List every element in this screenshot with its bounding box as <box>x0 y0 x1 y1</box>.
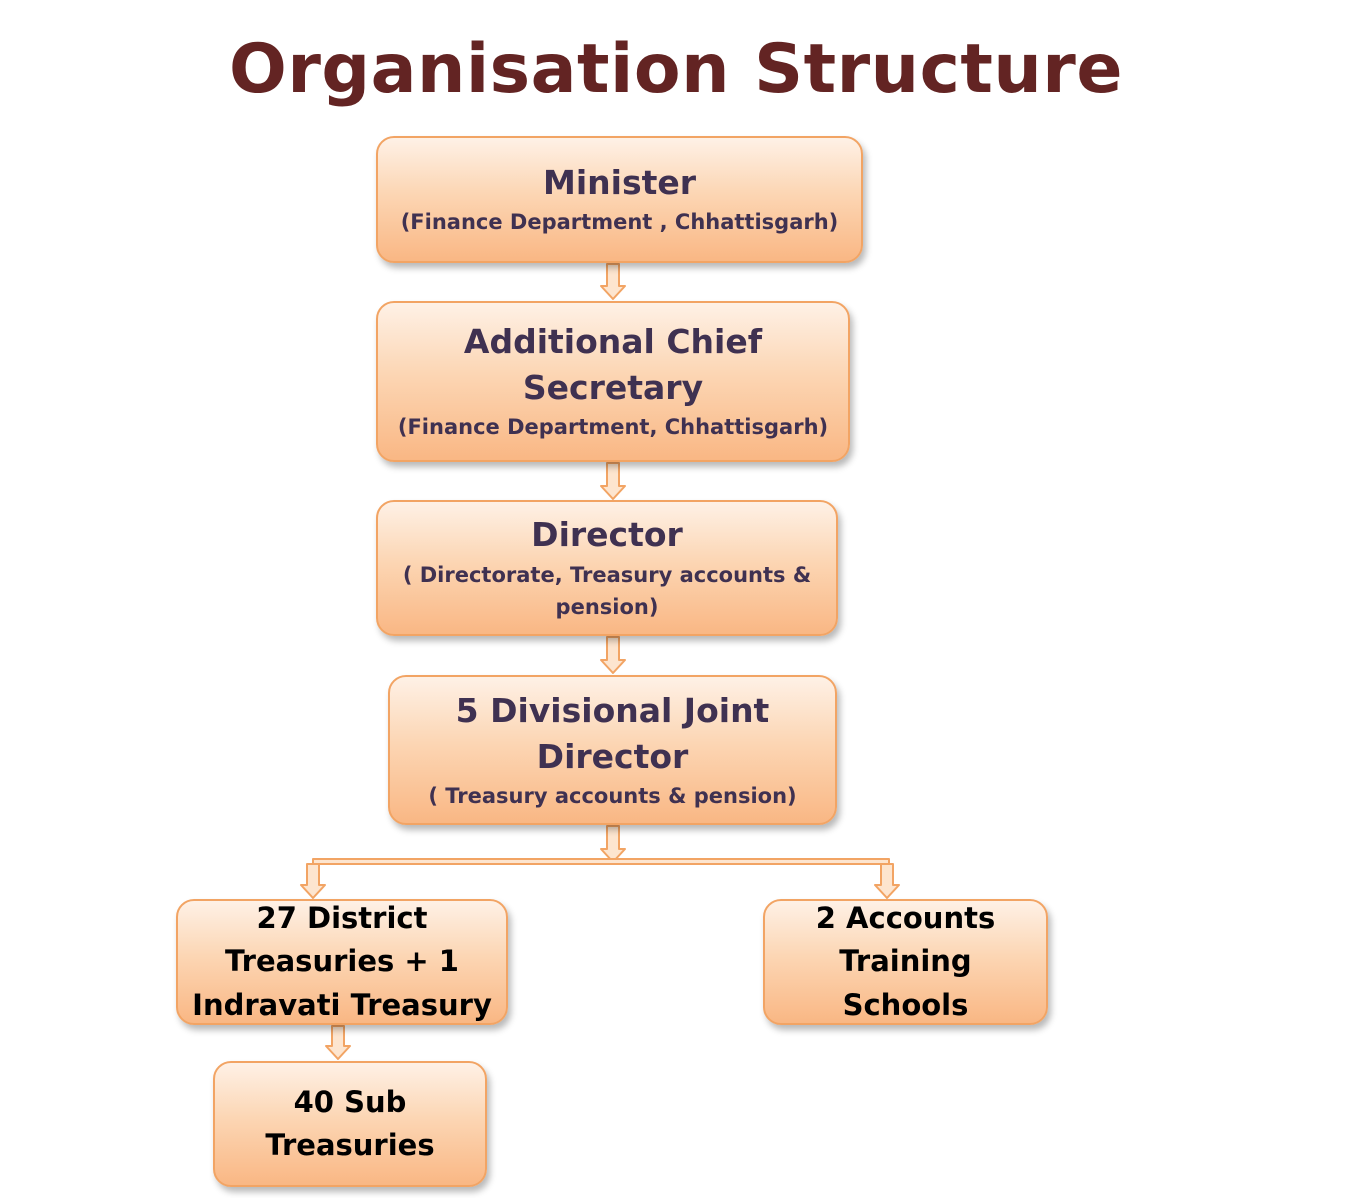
arrow-branch-to-district-treasuries <box>300 863 326 899</box>
node-training-line3: Schools <box>842 987 969 1022</box>
node-accounts-training-schools: 2 Accounts Training Schools <box>763 899 1048 1025</box>
node-minister: Minister (Finance Department , Chhattisg… <box>376 136 863 263</box>
arrow-branch-to-training-schools <box>874 863 900 899</box>
branch-bar <box>312 858 890 865</box>
node-acs-title-line2: Secretary <box>522 368 704 408</box>
node-minister-subtitle: (Finance Department , Chhattisgarh) <box>400 210 839 235</box>
arrow-joint-director-to-branch <box>600 825 626 863</box>
node-additional-chief-secretary: Additional Chief Secretary (Finance Depa… <box>376 301 850 462</box>
node-director-subtitle-line2: pension) <box>555 595 659 620</box>
node-acs-subtitle: (Finance Department, Chhattisgarh) <box>397 415 829 440</box>
node-sub-line1: 40 Sub <box>293 1084 407 1119</box>
node-director-subtitle-line1: ( Directorate, Treasury accounts & <box>402 562 812 587</box>
node-joint-director-subtitle: ( Treasury accounts & pension) <box>428 783 797 808</box>
node-joint-director-title-line2: Director <box>536 736 689 776</box>
node-training-line1: 2 Accounts <box>815 900 996 935</box>
node-acs-title-line1: Additional Chief <box>463 322 763 362</box>
node-training-line2: Training <box>839 944 972 979</box>
node-district-line3: Indravati Treasury <box>192 987 492 1022</box>
node-joint-director-title-line1: 5 Divisional Joint <box>455 690 770 730</box>
node-district-treasuries: 27 District Treasuries + 1 Indravati Tre… <box>176 899 508 1025</box>
arrow-minister-to-acs <box>600 263 626 300</box>
node-director: Director ( Directorate, Treasury account… <box>376 500 838 636</box>
arrow-director-to-joint-director <box>600 636 626 674</box>
arrow-district-to-sub-treasuries <box>325 1025 351 1060</box>
arrow-acs-to-director <box>600 462 626 500</box>
node-director-title: Director <box>531 515 683 555</box>
node-sub-line2: Treasuries <box>265 1128 435 1162</box>
node-minister-title: Minister <box>542 163 697 203</box>
node-district-line2: Treasuries + 1 <box>225 944 459 979</box>
node-district-line1: 27 District <box>256 900 428 935</box>
node-sub-treasuries: 40 Sub Treasuries <box>213 1061 487 1187</box>
page-title: Organisation Structure <box>229 30 1123 109</box>
node-divisional-joint-director: 5 Divisional Joint Director ( Treasury a… <box>388 675 837 825</box>
